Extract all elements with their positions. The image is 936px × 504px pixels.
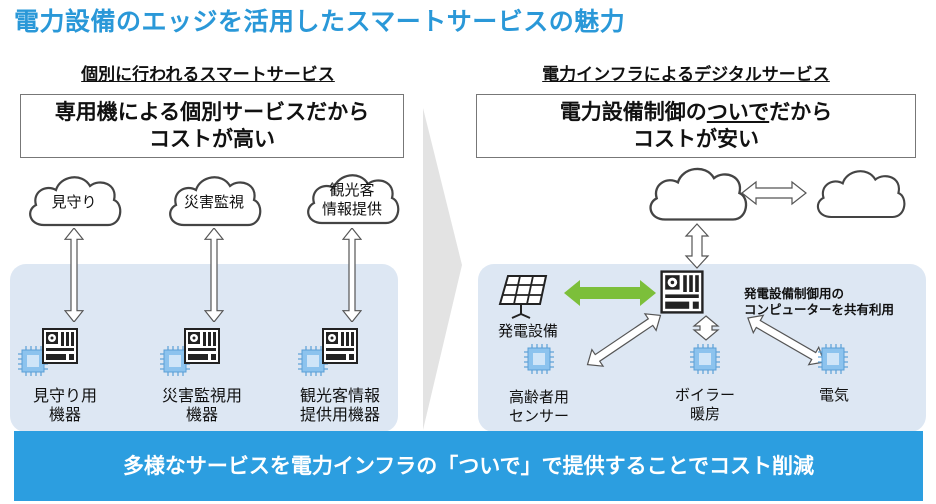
left-callout-line2: コストが高い — [149, 127, 275, 151]
right-heading: 電力インフラによるデジタルサービス — [542, 65, 830, 85]
cloud-icon-right-1 — [649, 167, 748, 221]
page-title: 電力設備のエッジを活用したスマートサービスの魅力 — [14, 7, 626, 36]
arrow-icon-cloud-link — [741, 180, 807, 206]
left-heading: 個別に行われるスマートサービス — [81, 65, 335, 85]
device-label-2: 災害監視用機器 — [161, 386, 242, 424]
board-icon-2 — [184, 328, 220, 364]
arrow-icon-left-2 — [204, 228, 224, 322]
sensor-label: 高齢者用センサー — [508, 388, 569, 425]
arrow-icon-left-3 — [342, 228, 362, 322]
board-icon-1 — [42, 328, 78, 364]
arrow-icon-sensor — [586, 313, 662, 367]
cloud-label-saigai: 災害監視 — [183, 193, 244, 211]
solar-panel-icon — [498, 275, 548, 319]
arrow-icon-boiler — [692, 315, 720, 341]
board-icon-central — [660, 270, 704, 314]
arrow-icon-cloud-board — [684, 223, 710, 269]
device-label-3: 観光客情報提供用機器 — [299, 386, 380, 424]
chip-icon-sensor — [524, 344, 554, 374]
cloud-label-kankou: 観光客 情報提供 — [321, 181, 382, 218]
shared-computer-note: 発電設備制御用のコンピューターを共有利用 — [744, 286, 895, 317]
green-arrow-icon — [564, 280, 656, 306]
board-icon-3 — [322, 328, 358, 364]
arrow-icon-left-1 — [64, 228, 84, 322]
summary-banner: 多様なサービスを電力インフラの「ついで」で提供することでコスト削減 — [14, 431, 923, 501]
chip-icon-boiler — [690, 344, 720, 374]
solar-label: 発電設備 — [497, 322, 558, 340]
right-callout: 電力設備制御のついでだから コストが安い — [476, 94, 916, 158]
electric-label: 電気 — [818, 386, 849, 404]
arrow-icon-electric — [747, 314, 825, 366]
tsuide-emphasis: ついで — [706, 100, 770, 124]
left-callout: 専用機による個別サービスだから コストが高い — [20, 94, 404, 158]
boiler-label: ボイラー暖房 — [674, 386, 735, 423]
right-callout-line1: 電力設備制御のついでだから — [559, 100, 833, 124]
cloud-label-mimamori: 見守り — [51, 193, 97, 211]
right-callout-line2: コストが安い — [633, 127, 759, 151]
cloud-icon-right-2 — [816, 169, 906, 219]
chip-icon-electric — [818, 344, 848, 374]
left-callout-line1: 専用機による個別サービスだから — [54, 100, 370, 124]
device-label-1: 見守り用機器 — [32, 386, 97, 424]
divider-chevron — [423, 108, 462, 430]
